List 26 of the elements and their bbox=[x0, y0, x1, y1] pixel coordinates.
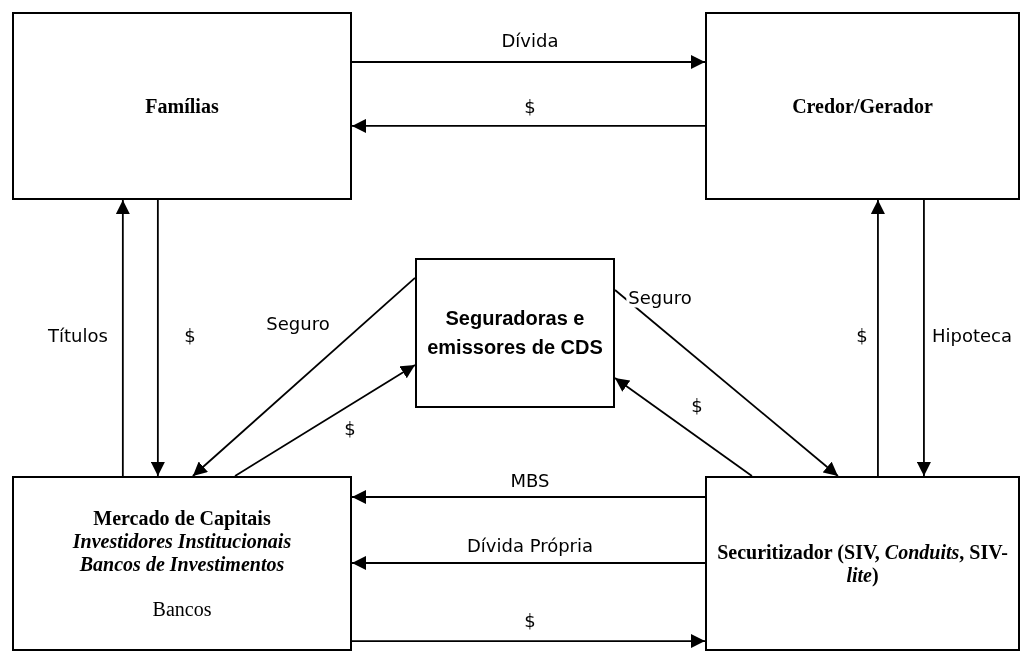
arrow bbox=[614, 289, 839, 477]
arrow bbox=[916, 199, 931, 477]
arrow bbox=[870, 199, 885, 477]
box-text: Famílias bbox=[145, 94, 219, 118]
arrow bbox=[115, 199, 130, 477]
box-text: Securitizador (SIV, Conduits, SIV-lite) bbox=[716, 540, 1009, 587]
arrow bbox=[150, 199, 165, 477]
box-text: Bancos bbox=[152, 597, 212, 621]
arrow bbox=[351, 490, 706, 504]
entity-box bbox=[415, 258, 615, 408]
entity-box bbox=[705, 12, 1020, 200]
arrow bbox=[351, 118, 706, 133]
arrow bbox=[614, 377, 753, 477]
box-text: Credor/Gerador bbox=[792, 94, 933, 118]
arrow bbox=[351, 55, 706, 69]
entity-box bbox=[12, 476, 352, 651]
arrow bbox=[351, 556, 706, 570]
arrow bbox=[234, 364, 416, 477]
box-text: Seguradoras e emissores de CDS bbox=[426, 306, 604, 360]
entity-box bbox=[705, 476, 1020, 651]
arrow bbox=[351, 634, 706, 649]
box-text: Mercado de Capitais bbox=[93, 506, 271, 530]
entity-box bbox=[12, 12, 352, 200]
box-text: Investidores Institucionais bbox=[72, 529, 292, 553]
arrow bbox=[192, 277, 416, 477]
box-text: Bancos de Investimentos bbox=[79, 552, 285, 576]
